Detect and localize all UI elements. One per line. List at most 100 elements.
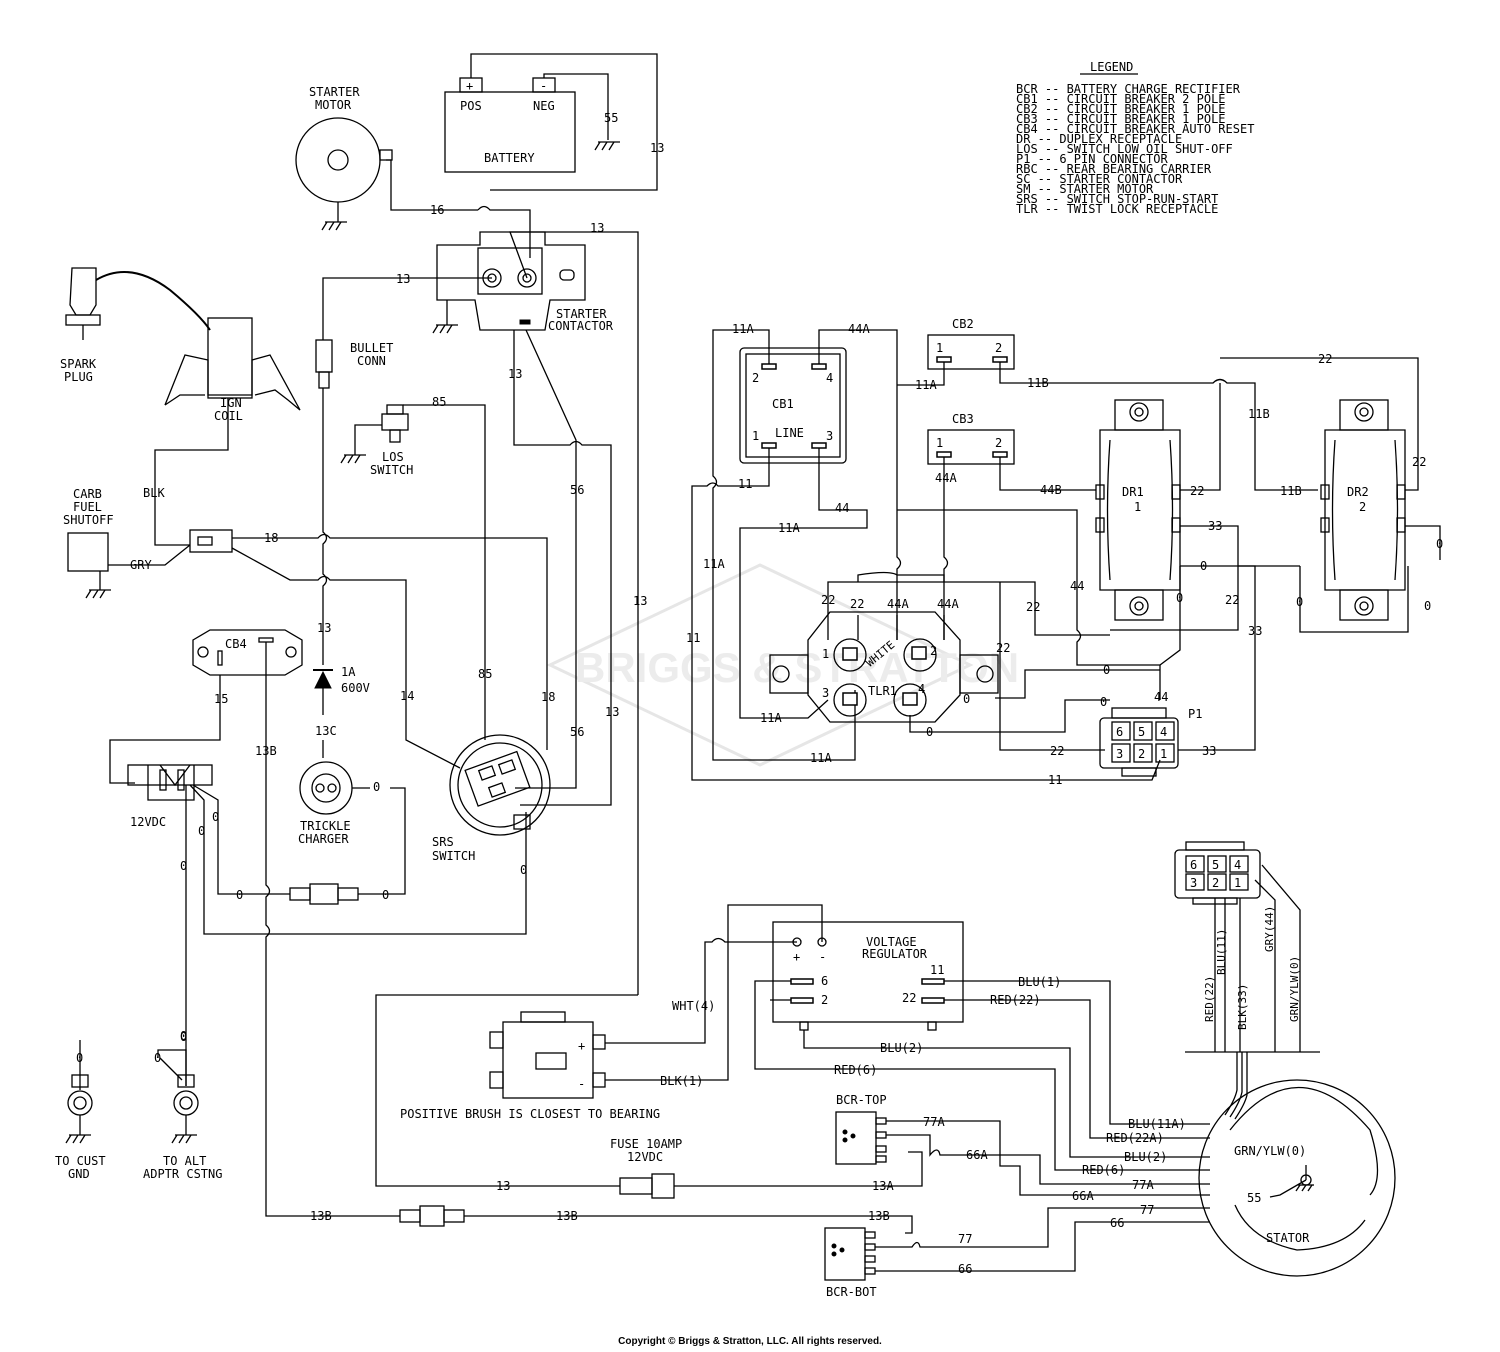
legend-entry: TLR -- TWIST LOCK RECEPTACLE — [1016, 202, 1218, 216]
wire-label: 66A — [966, 1148, 988, 1162]
inline-connector — [399, 1205, 465, 1227]
svg-text:5: 5 — [1212, 858, 1219, 872]
svg-text:55: 55 — [1247, 1191, 1261, 1205]
watermark: BRIGGS & STRATTON — [546, 563, 1019, 767]
wire-label: 11A — [703, 557, 725, 571]
wire-label: RED(6) — [834, 1063, 877, 1077]
svg-text:600V: 600V — [341, 681, 370, 695]
battery: + - POS NEG BATTERY — [444, 77, 576, 173]
svg-text:1: 1 — [752, 429, 759, 443]
ground-icon — [1295, 1184, 1314, 1192]
wire-label: 44A — [937, 597, 959, 611]
bullet-connector: BULLET CONN — [315, 339, 393, 389]
wire-label: 11 — [738, 477, 752, 491]
wire-label: BLK — [143, 486, 165, 500]
wire-label: 11A — [778, 521, 800, 535]
wire-label: 11 — [1048, 773, 1062, 787]
svg-text:BCR-BOT: BCR-BOT — [826, 1285, 877, 1299]
wire-label: 13B — [868, 1209, 890, 1223]
wire-label: 13 — [396, 272, 410, 286]
svg-text:1A: 1A — [341, 665, 356, 679]
wire-label: 22 — [1318, 352, 1332, 366]
svg-text:CB4: CB4 — [225, 637, 247, 651]
svg-text:PLUG: PLUG — [64, 370, 93, 384]
wire-label: 13 — [317, 621, 331, 635]
svg-text:4: 4 — [1234, 858, 1241, 872]
cb4-breaker: CB4 — [192, 629, 303, 676]
wire-label: 0 — [180, 859, 187, 873]
svg-text:CB3: CB3 — [952, 412, 974, 426]
wire-label: WHT(4) — [672, 999, 715, 1013]
svg-text:BRIGGS & STRATTON: BRIGGS & STRATTON — [575, 644, 1019, 691]
p1-connector: 6 5 4 3 2 1 P1 — [1099, 707, 1202, 777]
wire-label: 13C — [315, 724, 337, 738]
brush-assembly: + - POSITIVE BRUSH IS CLOSEST TO BEARING — [400, 1011, 660, 1121]
wire-label: BLU(2) — [880, 1041, 923, 1055]
legend-title: LEGEND — [1090, 60, 1133, 74]
svg-text:3: 3 — [826, 429, 833, 443]
wire-label: 0 — [236, 888, 243, 902]
wire-label: 44 — [1154, 690, 1168, 704]
ground-terminal-alt: TO ALT ADPTR CSTNG — [143, 1074, 222, 1181]
svg-text:SWITCH: SWITCH — [432, 849, 475, 863]
wire-label: 13 — [590, 221, 604, 235]
carb-fuel-shutoff: CARB FUEL SHUTOFF — [63, 487, 114, 590]
svg-text:BCR-TOP: BCR-TOP — [836, 1093, 887, 1107]
trickle-charger: TRICKLE CHARGER — [298, 761, 353, 846]
svg-text:6: 6 — [821, 974, 828, 988]
wire-label: BLU(2) — [1124, 1150, 1167, 1164]
wire-label: 85 — [432, 395, 446, 409]
svg-text:4: 4 — [918, 682, 925, 696]
svg-text:DR2: DR2 — [1347, 485, 1369, 499]
svg-text:ADPTR CSTNG: ADPTR CSTNG — [143, 1167, 222, 1181]
wire-label: 11B — [1027, 376, 1049, 390]
wire-label: 16 — [430, 203, 444, 217]
wire-label: 77 — [958, 1232, 972, 1246]
inline-connector — [289, 883, 359, 905]
wire-label: 11A — [810, 751, 832, 765]
wire-label: 0 — [1296, 595, 1303, 609]
svg-text:6: 6 — [1116, 725, 1123, 739]
stator: GRN/YLW(0) 55 STATOR — [1198, 1079, 1396, 1277]
svg-text:12VDC: 12VDC — [627, 1150, 663, 1164]
wire-label: 22 — [821, 593, 835, 607]
svg-text:2: 2 — [995, 341, 1002, 355]
wire-label: 44 — [835, 501, 849, 515]
legend-entry: CB2 -- CIRCUIT BREAKER 1 POLE — [1016, 102, 1226, 116]
legend-entry: DR -- DUPLEX RECEPTACLE — [1016, 132, 1182, 146]
svg-text:2: 2 — [821, 993, 828, 1007]
spark-plug: SPARK PLUG — [60, 267, 211, 384]
svg-text:CARB: CARB — [73, 487, 102, 501]
svg-text:1: 1 — [1234, 876, 1241, 890]
wire-label: 44B — [1040, 483, 1062, 497]
wire-label: 0 — [1436, 537, 1443, 551]
starter-motor: STARTER MOTOR — [295, 85, 393, 222]
svg-text:BATTERY: BATTERY — [484, 151, 535, 165]
copyright-notice: Copyright © Briggs & Stratton, LLC. All … — [618, 1336, 882, 1347]
wire-label: 56 — [570, 725, 584, 739]
wire-label: 11B — [1280, 484, 1302, 498]
svg-text:IGN: IGN — [220, 396, 242, 410]
svg-text:+: + — [466, 79, 473, 93]
svg-text:BLU(11): BLU(11) — [1215, 929, 1228, 975]
svg-text:1: 1 — [936, 341, 943, 355]
svg-text:+: + — [793, 950, 800, 964]
svg-text:2: 2 — [995, 436, 1002, 450]
wire-label: 0 — [1100, 695, 1107, 709]
wire-label: 13B — [310, 1209, 332, 1223]
svg-text:POS: POS — [460, 99, 482, 113]
svg-text:CONTACTOR: CONTACTOR — [548, 319, 614, 333]
svg-text:FUEL: FUEL — [73, 500, 102, 514]
svg-text:FUSE 10AMP: FUSE 10AMP — [610, 1137, 682, 1151]
svg-text:2: 2 — [1138, 747, 1145, 761]
wire-label: 0 — [926, 725, 933, 739]
wire-label: 11B — [1248, 407, 1270, 421]
ground-icon — [340, 454, 366, 464]
legend-entry: CB4 -- CIRCUIT BREAKER AUTO RESET — [1016, 122, 1254, 136]
ground-icon — [65, 1134, 91, 1144]
svg-text:SRS: SRS — [432, 835, 454, 849]
wire-label: 13 — [650, 141, 664, 155]
ground-icon — [594, 141, 620, 151]
svg-text:+: + — [578, 1039, 585, 1053]
